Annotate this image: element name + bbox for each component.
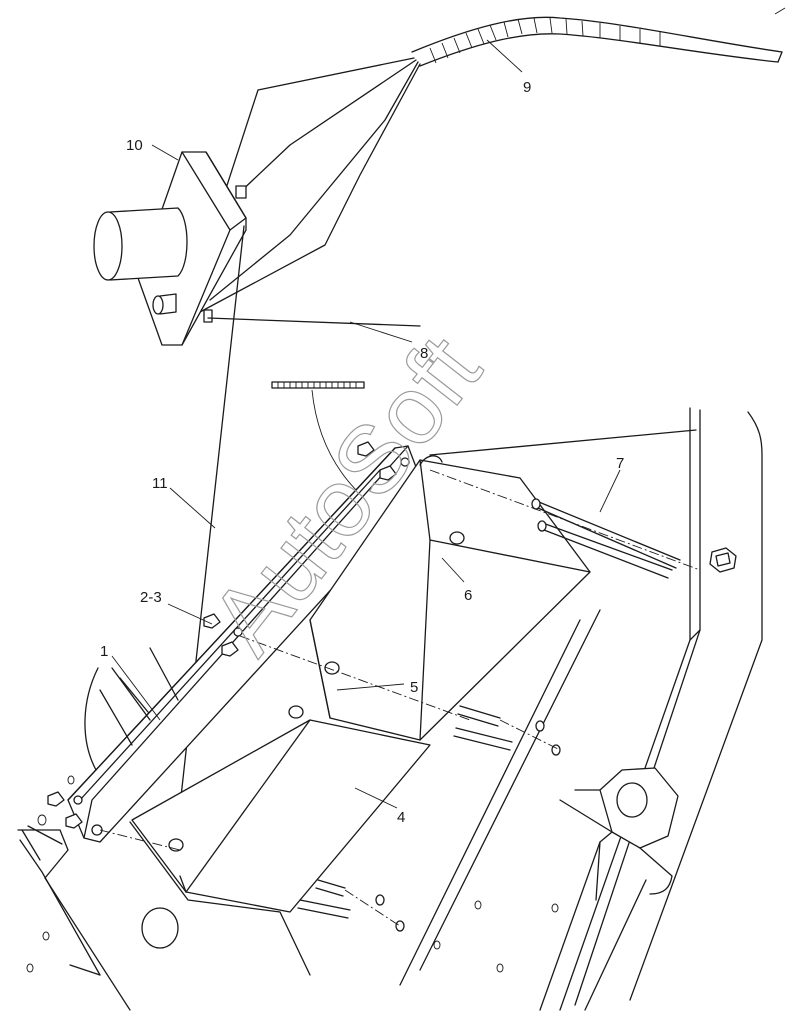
frame-nut [709, 547, 737, 573]
block-lower [131, 705, 431, 913]
callout-2-3: 2-3 [140, 589, 162, 606]
callout-4: 4 [397, 809, 405, 826]
callout-labels: 10 9 8 11 7 6 2-3 1 5 4 [100, 79, 624, 826]
callout-8: 8 [420, 345, 428, 362]
callout-9: 9 [523, 79, 531, 96]
bracket-mount [433, 767, 679, 1011]
callout-6: 6 [464, 587, 472, 604]
callout-11: 11 [152, 475, 168, 492]
callout-5: 5 [410, 679, 418, 696]
leader-lines [111, 39, 621, 809]
motor-assembly [93, 151, 247, 346]
angle-bar [67, 445, 425, 843]
screws-2-3 [37, 441, 397, 829]
frame-plate [399, 407, 763, 1011]
block-upper [309, 455, 591, 741]
wiring-harness [179, 7, 786, 331]
callout-10: 10 [126, 137, 143, 154]
wire-8 [207, 317, 421, 327]
center-lines [99, 469, 701, 927]
left-frame [17, 647, 311, 1011]
callout-1: 1 [100, 643, 108, 660]
callout-7: 7 [616, 455, 624, 472]
